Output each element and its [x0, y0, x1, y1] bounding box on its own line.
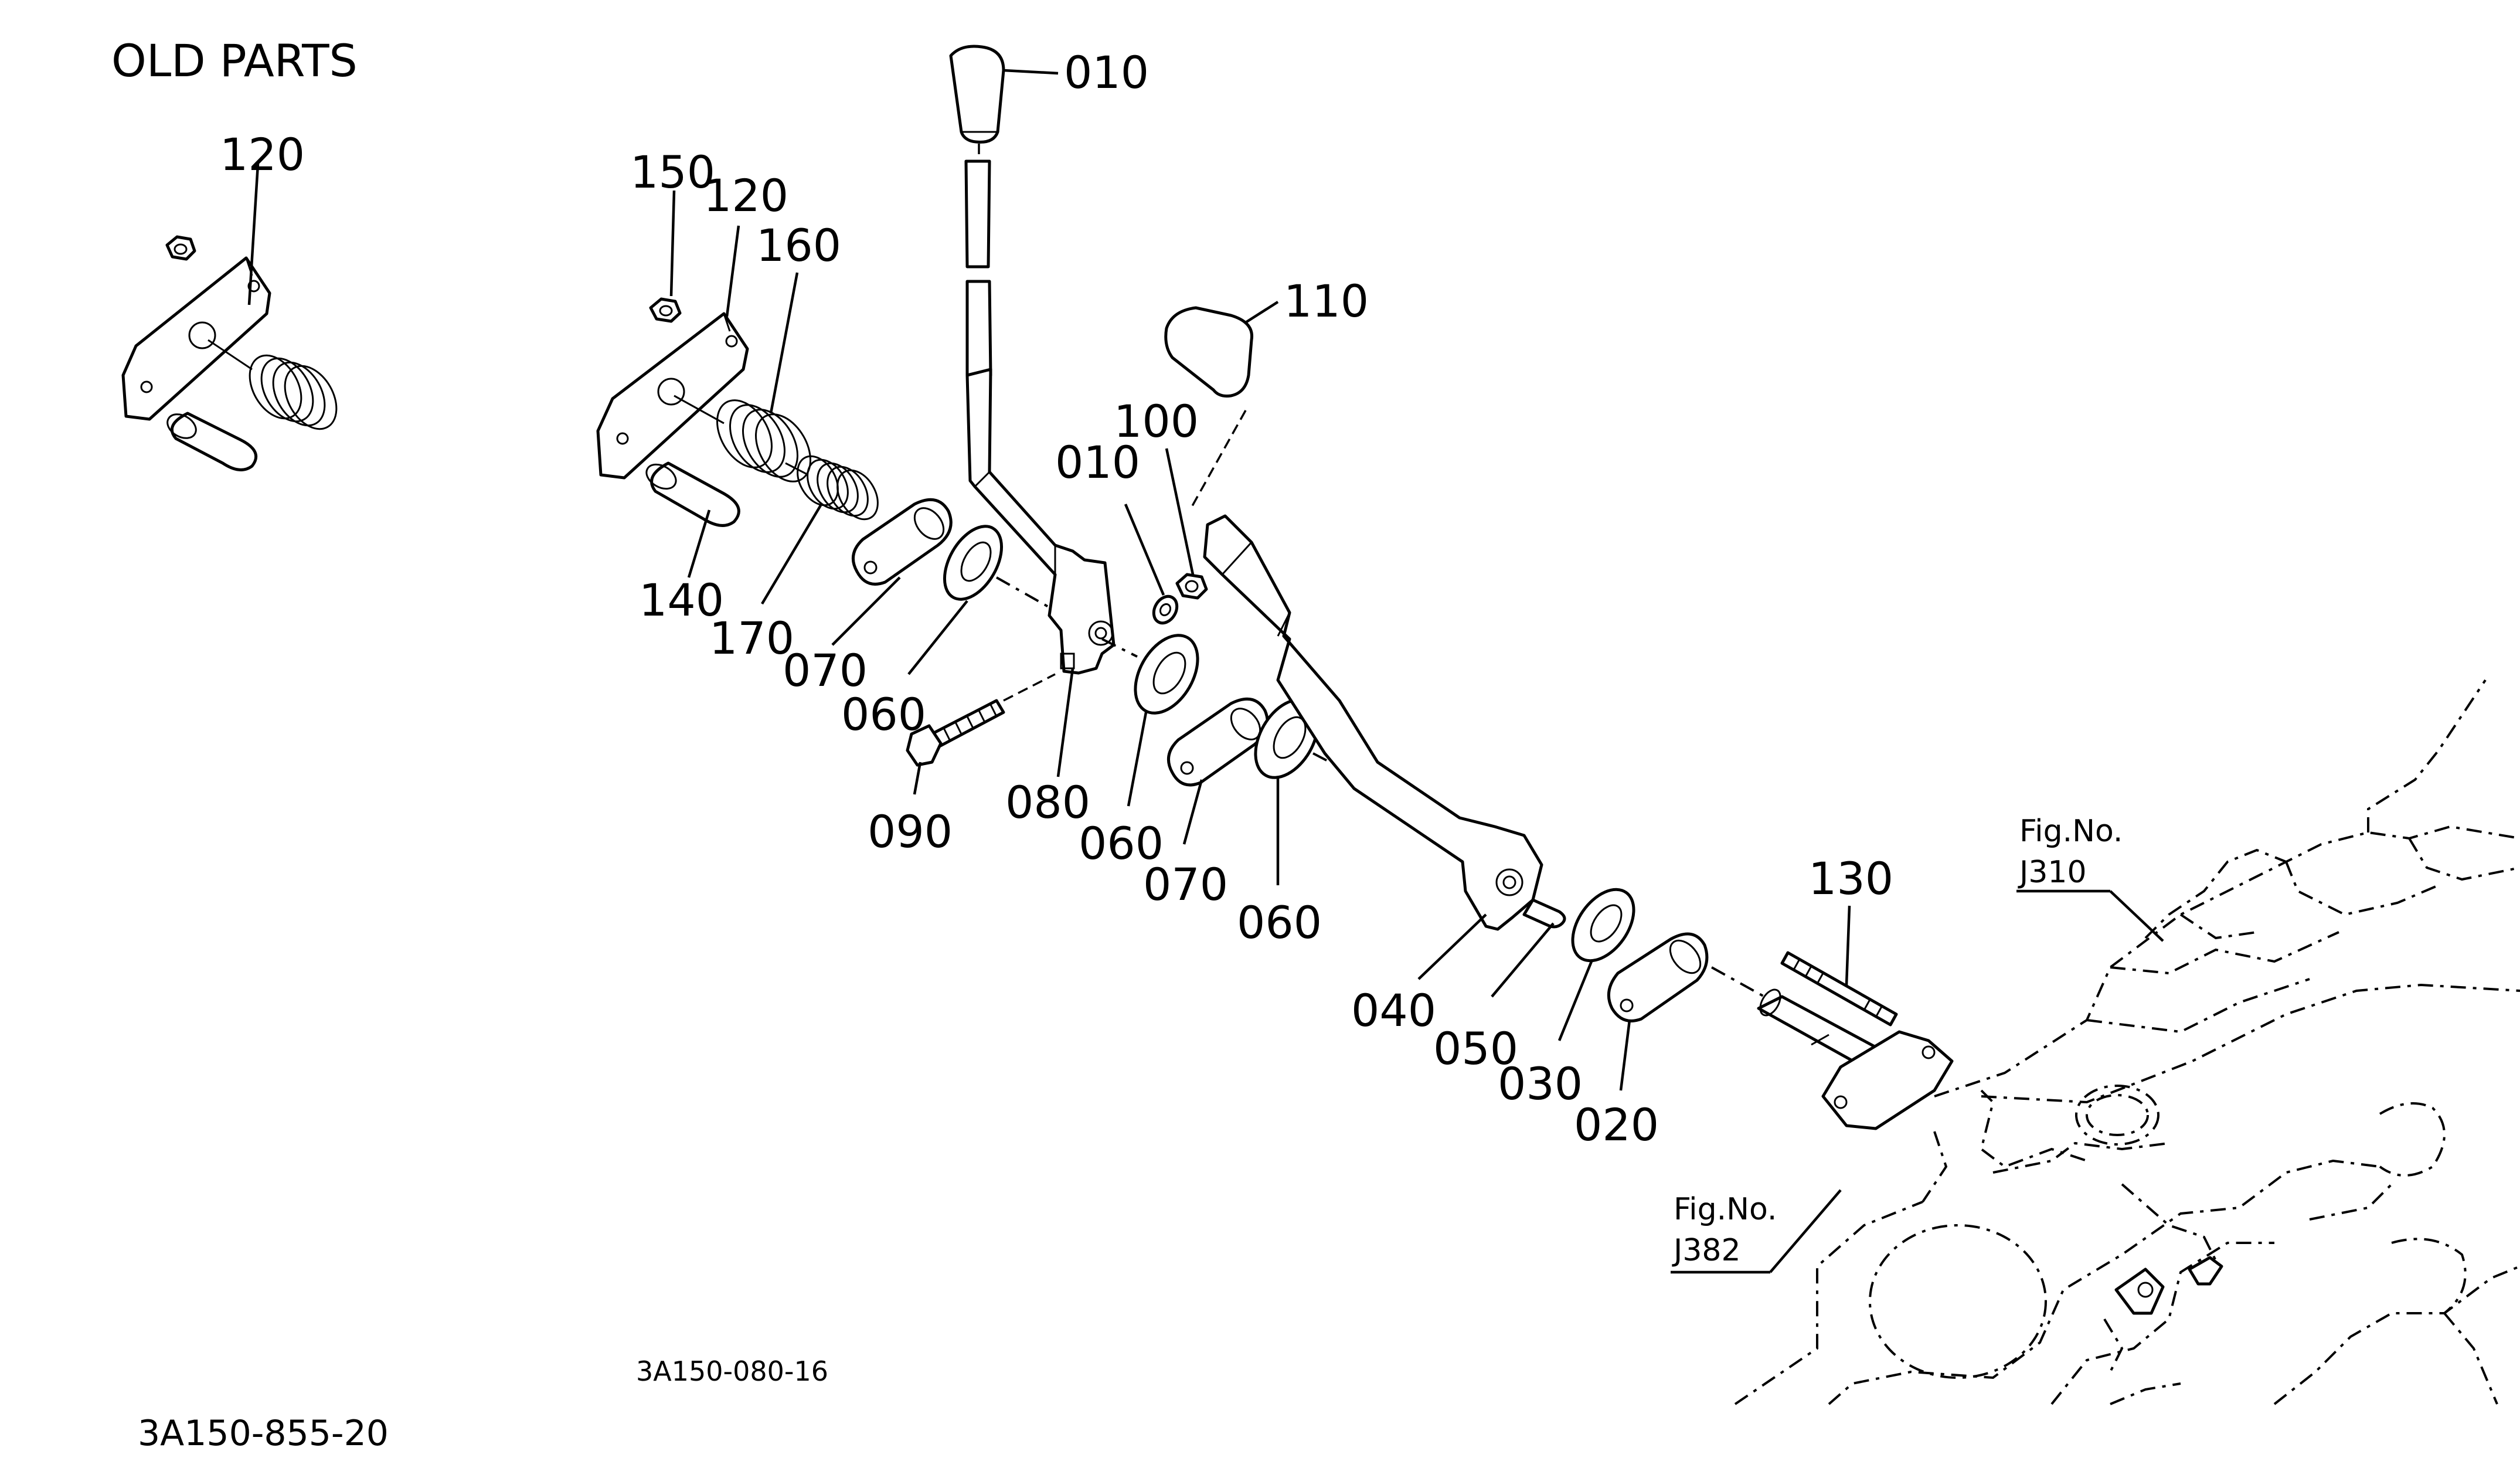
washer-030: 030: [1498, 888, 1635, 1110]
callout-060-a: 060: [841, 688, 926, 740]
pin-050: 050: [1433, 898, 1566, 1075]
callout-140: 140: [639, 574, 724, 626]
callout-080: 080: [1005, 776, 1090, 828]
spring-plate-assembly: 150 120 160 140: [596, 146, 879, 664]
washer-100: 010: [1055, 436, 1179, 625]
link-plate-left: 070: [783, 498, 953, 696]
callout-old-120: 120: [220, 128, 305, 181]
bolt-090: 090: [868, 673, 1056, 858]
washer-center: 060: [1079, 634, 1199, 869]
fig-ref-j382-line1: Fig.No.: [1674, 1192, 1777, 1227]
callout-050: 050: [1433, 1022, 1518, 1075]
callout-010-b: 110: [1284, 275, 1369, 327]
callout-070-b: 070: [1143, 858, 1228, 910]
link-plate-020: 020: [1574, 932, 1709, 1151]
shift-lever-lower: 110 040: [1164, 275, 1543, 1037]
washer-left: 060: [841, 525, 1004, 740]
callout-170: 170: [709, 612, 794, 664]
callout-110: 100: [1114, 395, 1199, 447]
callout-120: 120: [703, 169, 788, 222]
callout-060-c: 060: [1237, 896, 1322, 949]
link-plate-center: 070: [1143, 697, 1269, 910]
drawing-code-bottom: 3A150-855-20: [138, 1413, 389, 1454]
old-parts-assembly: 120: [121, 128, 338, 471]
callout-010-a: 010: [1064, 46, 1149, 98]
stud-130: 130: [1780, 852, 1898, 1027]
callout-150: 150: [630, 146, 715, 198]
callout-160: 160: [756, 219, 841, 271]
callout-060-b: 060: [1079, 817, 1164, 869]
fig-ref-j310: Fig.No. J310: [2016, 814, 2164, 942]
drawing-code-center: 3A150-080-16: [636, 1355, 828, 1387]
fig-ref-j382: Fig.No. J382: [1671, 1189, 1842, 1274]
transmission-case: [1734, 679, 2520, 1405]
fig-ref-j310-line2: J310: [2018, 855, 2087, 890]
callout-100: 010: [1055, 436, 1140, 488]
callout-090: 090: [868, 806, 953, 858]
shift-lever-upper: 010: [949, 45, 1149, 675]
callout-070-a: 070: [783, 644, 868, 696]
nut-110: 100: [1114, 395, 1208, 600]
fig-ref-j382-line2: J382: [1672, 1233, 1741, 1268]
fig-ref-j310-line1: Fig.No.: [2019, 814, 2123, 849]
old-parts-heading: OLD PARTS: [111, 35, 358, 87]
callout-030: 030: [1498, 1058, 1583, 1110]
callout-130: 130: [1808, 852, 1893, 905]
callout-040: 040: [1351, 984, 1436, 1037]
callout-020: 020: [1574, 1099, 1659, 1151]
